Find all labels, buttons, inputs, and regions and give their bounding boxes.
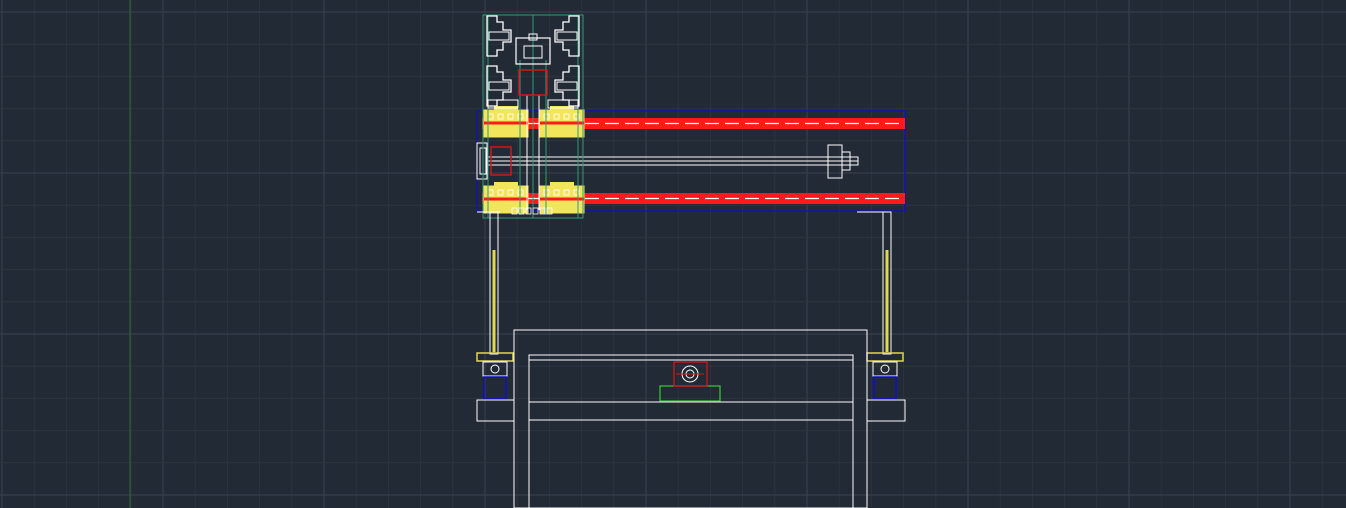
support-posts (476, 211, 904, 400)
clamp-bracket (486, 15, 512, 57)
carriage-block[interactable] (483, 182, 529, 214)
carriage-block[interactable] (539, 182, 585, 214)
carriage-block[interactable] (539, 106, 585, 138)
support-post-left (476, 211, 514, 400)
support-post-right (866, 211, 904, 400)
head-motor (518, 69, 548, 96)
lead-screw (476, 142, 859, 180)
carriage-block[interactable] (483, 106, 529, 138)
clamp-bracket (554, 15, 580, 57)
base-frame[interactable] (476, 329, 906, 508)
z-axis-head[interactable] (482, 14, 584, 219)
clamp-bracket (486, 65, 512, 107)
carriage-blocks[interactable] (483, 106, 585, 214)
drive-motor (673, 361, 708, 387)
gantry-assembly[interactable] (476, 14, 906, 219)
clamp-bracket (554, 65, 580, 107)
